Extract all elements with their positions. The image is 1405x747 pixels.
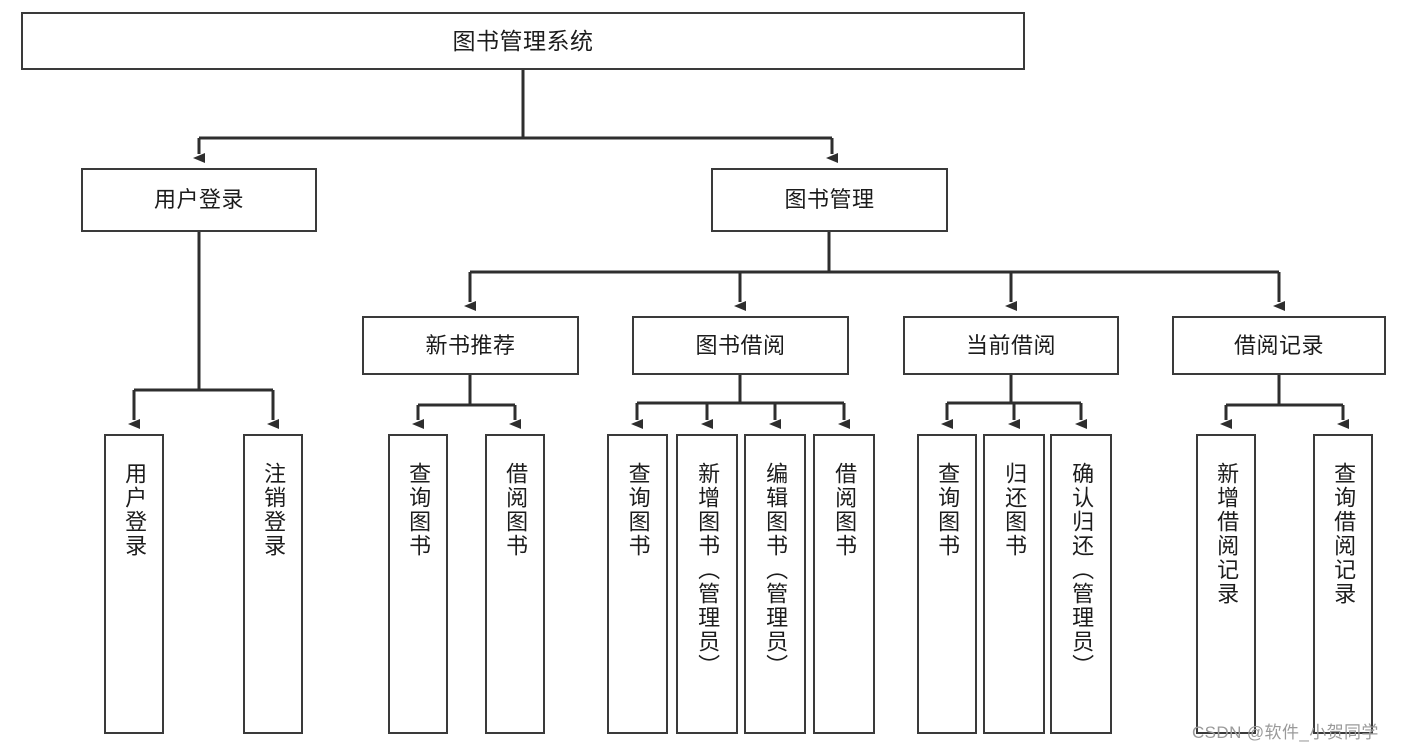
leaf-return-book-label: 归还图书 <box>1002 462 1028 558</box>
node-new-book-recommend-label: 新书推荐 <box>425 332 516 358</box>
leaf-add-record[interactable]: 新增借阅记录 <box>1196 434 1256 734</box>
leaf-edit-book-label: 编辑图书（管理员） <box>763 462 789 678</box>
node-book-manage[interactable]: 图书管理 <box>711 168 948 232</box>
node-borrow-record[interactable]: 借阅记录 <box>1172 316 1386 375</box>
node-book-borrow[interactable]: 图书借阅 <box>632 316 849 375</box>
node-new-book-recommend[interactable]: 新书推荐 <box>362 316 579 375</box>
leaf-add-record-label: 新增借阅记录 <box>1214 462 1240 606</box>
leaf-query-record[interactable]: 查询借阅记录 <box>1313 434 1373 734</box>
node-book-borrow-label: 图书借阅 <box>695 332 786 358</box>
leaf-borrow-book-1-label: 借阅图书 <box>503 462 529 558</box>
leaf-confirm-return-label: 确认归还（管理员） <box>1069 462 1095 678</box>
leaf-add-book[interactable]: 新增图书（管理员） <box>676 434 738 734</box>
leaf-add-book-label: 新增图书（管理员） <box>695 462 721 678</box>
node-book-manage-label: 图书管理 <box>784 187 875 213</box>
leaf-query-book-3[interactable]: 查询图书 <box>917 434 977 734</box>
node-borrow-record-label: 借阅记录 <box>1233 332 1324 358</box>
leaf-confirm-return[interactable]: 确认归还（管理员） <box>1050 434 1112 734</box>
leaf-query-book-1-label: 查询图书 <box>406 462 432 558</box>
watermark: CSDN @软件_小贺同学 <box>1192 723 1379 742</box>
node-root[interactable]: 图书管理系统 <box>21 12 1025 70</box>
leaf-borrow-book-1[interactable]: 借阅图书 <box>485 434 545 734</box>
leaf-borrow-book-2[interactable]: 借阅图书 <box>813 434 875 734</box>
leaf-query-book-1[interactable]: 查询图书 <box>388 434 448 734</box>
leaf-return-book[interactable]: 归还图书 <box>983 434 1045 734</box>
leaf-query-book-3-label: 查询图书 <box>935 462 961 558</box>
node-user-login-label: 用户登录 <box>153 187 244 213</box>
leaf-query-book-2[interactable]: 查询图书 <box>607 434 668 734</box>
node-root-label: 图书管理系统 <box>452 27 594 54</box>
leaf-edit-book[interactable]: 编辑图书（管理员） <box>744 434 806 734</box>
leaf-user-login[interactable]: 用户登录 <box>104 434 164 734</box>
leaf-user-login-label: 用户登录 <box>122 462 148 558</box>
leaf-query-book-2-label: 查询图书 <box>625 462 651 558</box>
node-user-login[interactable]: 用户登录 <box>81 168 317 232</box>
leaf-query-record-label: 查询借阅记录 <box>1331 462 1357 606</box>
leaf-user-logout[interactable]: 注销登录 <box>243 434 303 734</box>
leaf-borrow-book-2-label: 借阅图书 <box>832 462 858 558</box>
node-current-borrow-label: 当前借阅 <box>965 332 1056 358</box>
leaf-user-logout-label: 注销登录 <box>261 462 287 558</box>
node-current-borrow[interactable]: 当前借阅 <box>903 316 1119 375</box>
